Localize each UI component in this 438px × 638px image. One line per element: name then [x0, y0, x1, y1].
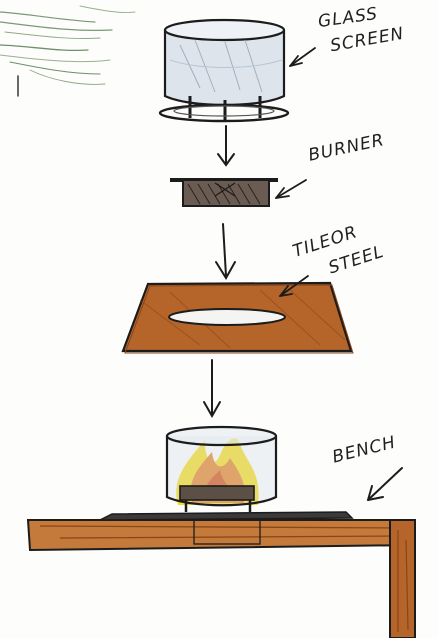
smoke-strokes: [0, 6, 135, 96]
arrow-glass-label: [290, 48, 315, 66]
arrow-burner-label: [276, 180, 306, 198]
glass-screen: [160, 20, 288, 121]
burner: [170, 180, 278, 206]
arrow-down-1: [218, 126, 234, 165]
tile-or-steel-plate: [123, 283, 353, 353]
bench: [28, 512, 415, 638]
arrow-down-3: [204, 360, 220, 416]
arrow-bench-label: [368, 468, 402, 500]
arrow-down-2: [216, 224, 235, 278]
